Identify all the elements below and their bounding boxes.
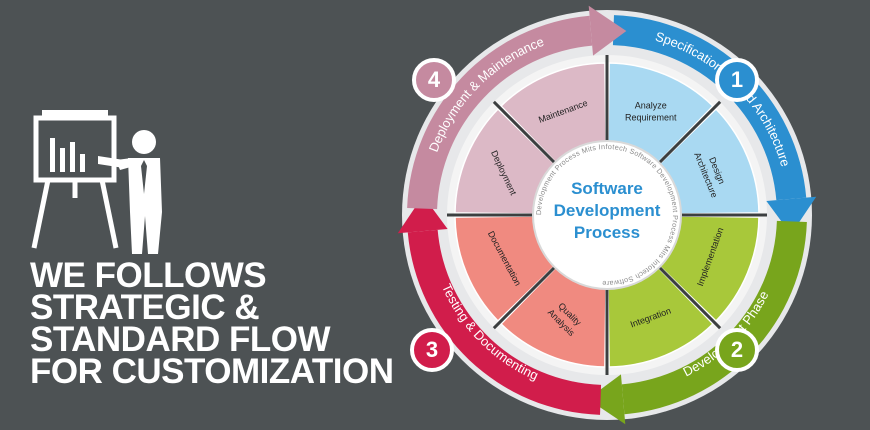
phase-number-4: 4 (428, 67, 441, 92)
phase-band-2 (621, 220, 807, 415)
phase-arrow-1 (766, 196, 817, 235)
segment-divider (492, 100, 559, 167)
phase-number-1: 1 (731, 67, 743, 92)
segment-label-1-1-1: Analyze (635, 100, 667, 110)
process-wheel: Development Process Mits Infotech Softwa… (397, 5, 817, 425)
segment-divider (492, 263, 559, 330)
center-circle (532, 140, 682, 290)
phase-badge-4 (412, 58, 456, 102)
phase-badge-3 (410, 328, 454, 372)
phase-arrow-2 (587, 374, 626, 425)
phase-arrow-3 (397, 195, 448, 234)
phase-band-1 (612, 15, 807, 201)
phase-band-4 (407, 15, 593, 210)
headline-line-4: FOR CUSTOMIZATION (30, 352, 394, 391)
presenter-icon (31, 110, 162, 254)
phase-arrow-4 (588, 5, 627, 56)
phase-band-3 (407, 229, 602, 415)
segment-label-1-1-2: Requirement (625, 112, 677, 122)
center-title-3: Process (574, 223, 640, 242)
center-title-1: Software (571, 179, 643, 198)
headline-line-3: STANDARD FLOW (30, 320, 331, 359)
phase-number-3: 3 (426, 337, 438, 362)
headline-line-2: STRATEGIC & (30, 288, 260, 327)
phase-badge-1 (715, 58, 759, 102)
phase-number-2: 2 (731, 337, 743, 362)
center-title-2: Development (554, 201, 661, 220)
segment-divider (655, 263, 722, 330)
phase-badge-2 (715, 328, 759, 372)
headline-line-1: WE FOLLOWS (30, 256, 267, 295)
segment-divider (655, 100, 722, 167)
